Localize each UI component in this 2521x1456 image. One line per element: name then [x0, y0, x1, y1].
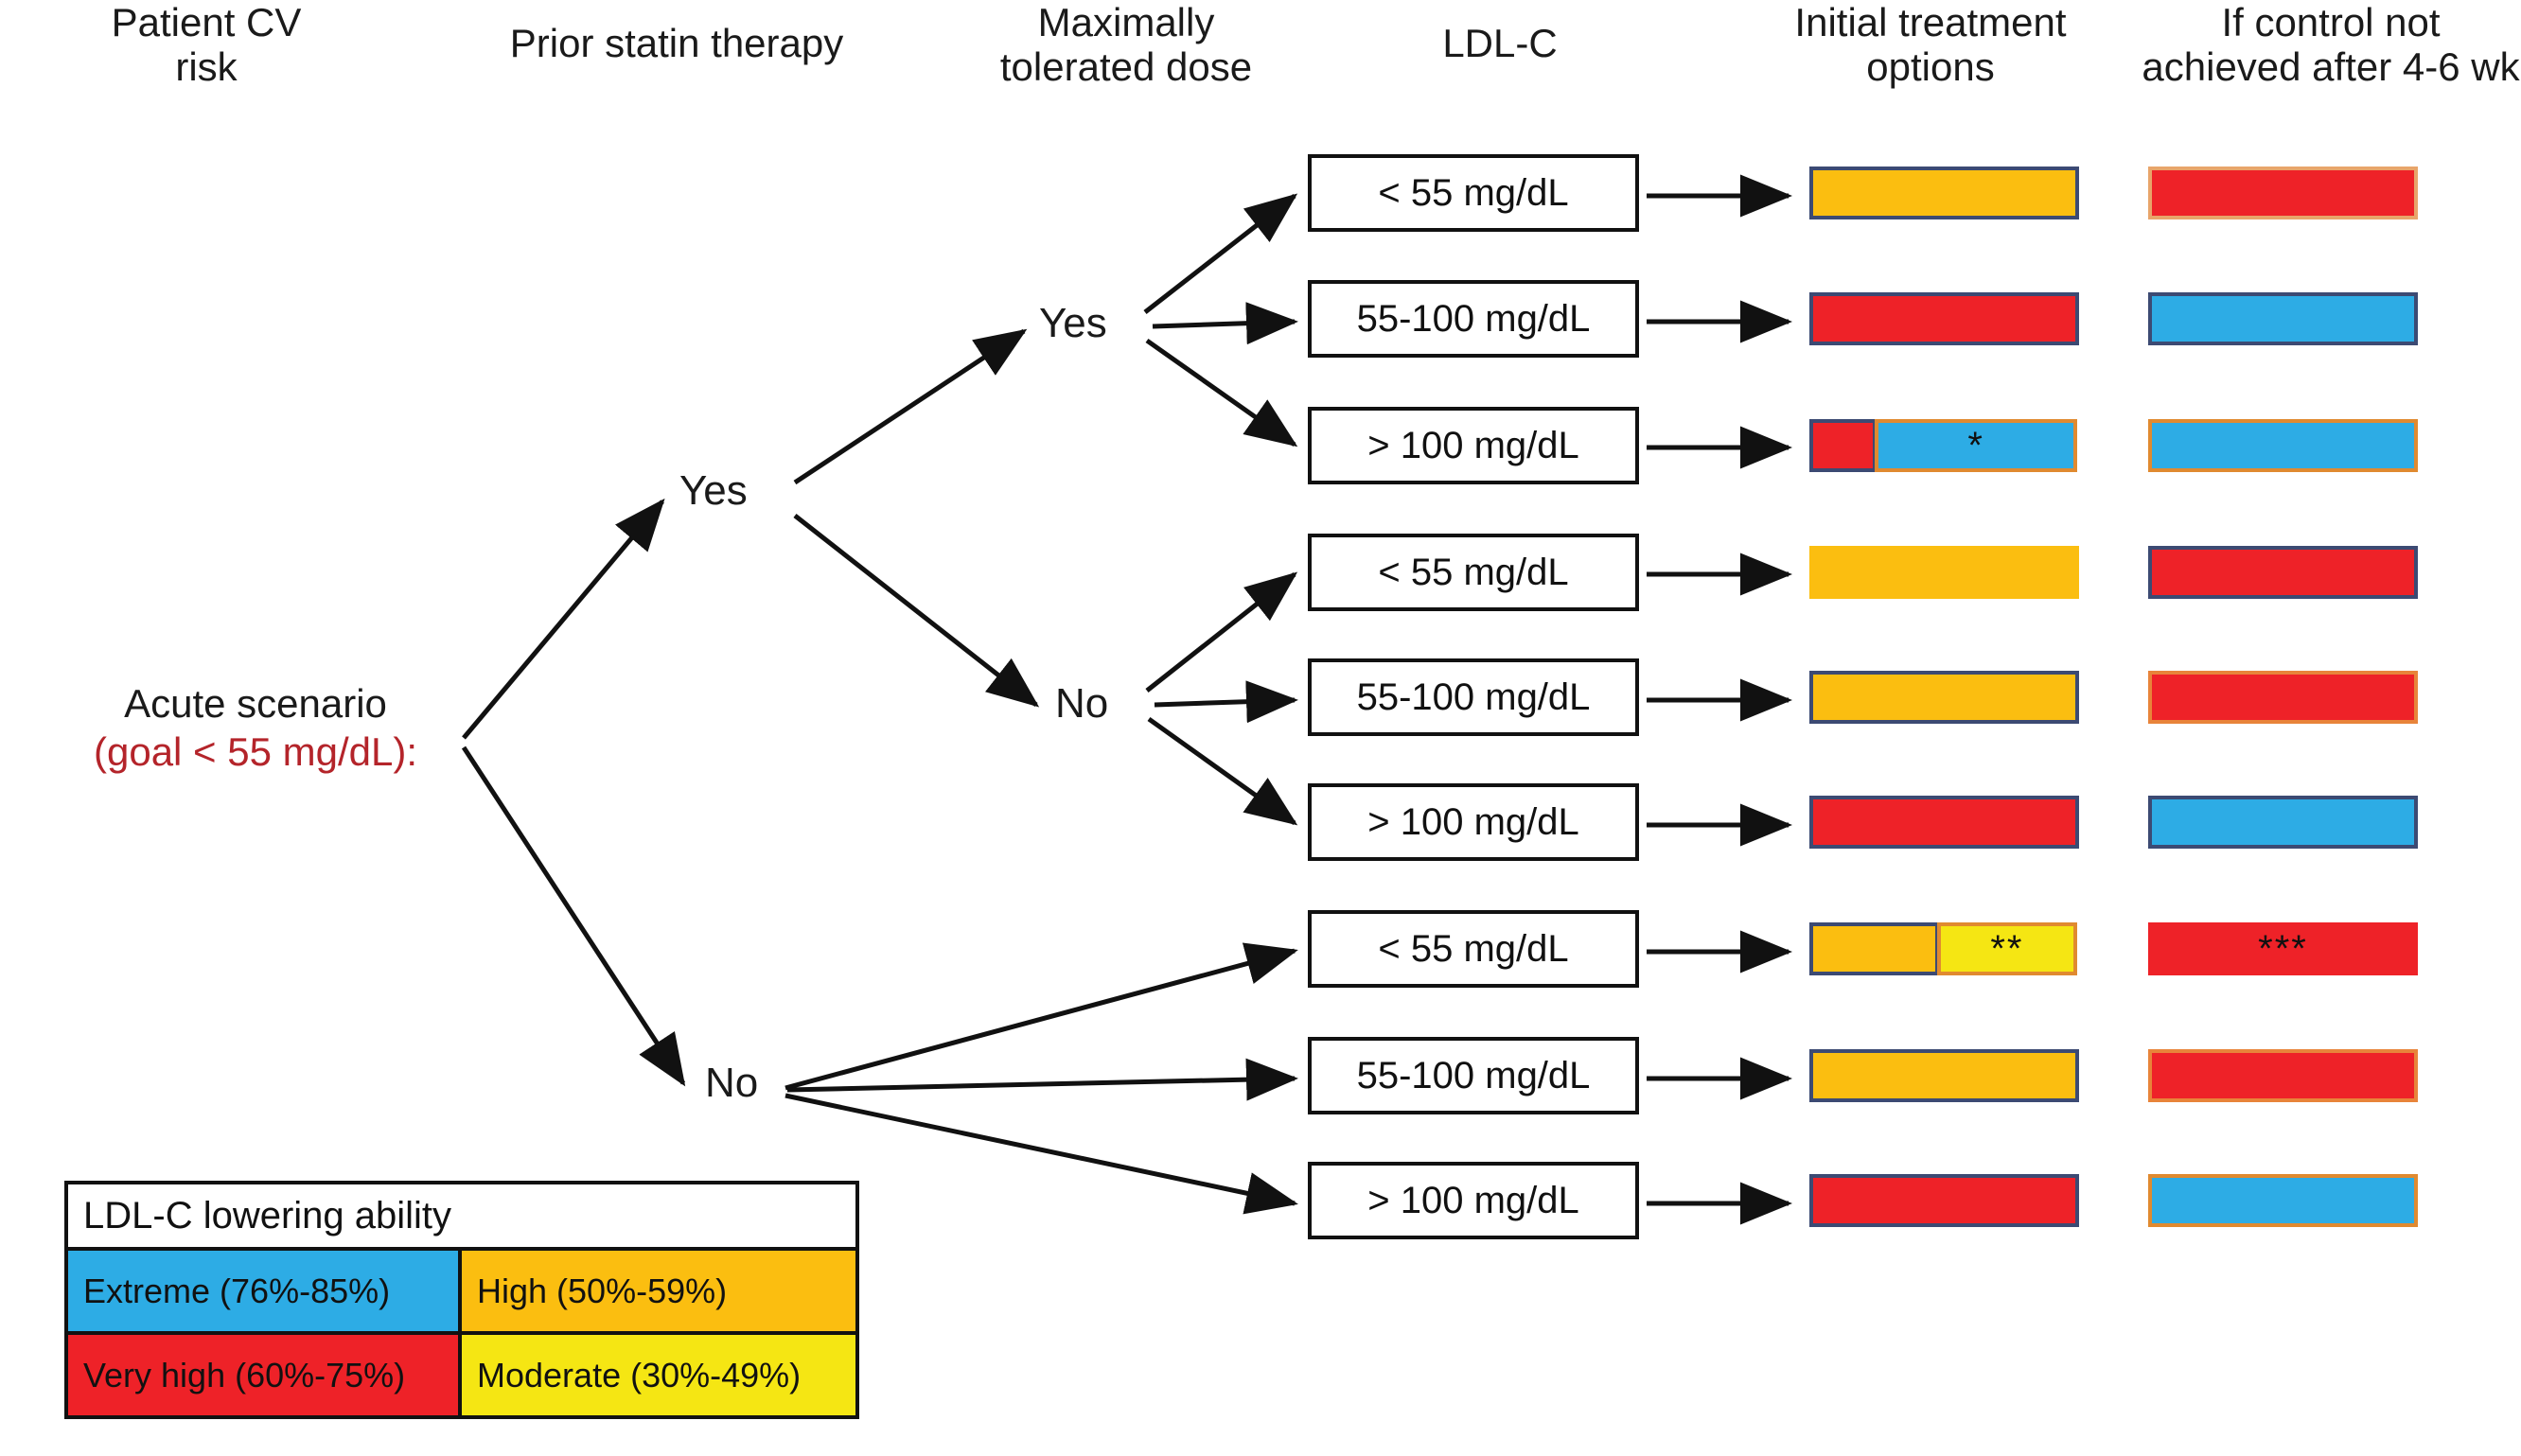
- initial-treatment-bar-segment: [1809, 671, 2079, 724]
- ldl-c-box[interactable]: > 100 mg/dL: [1308, 783, 1639, 861]
- column-header-prior-statin-therapy: Prior statin therapy: [509, 21, 844, 65]
- followup-treatment-bar-segment: [2148, 546, 2418, 599]
- legend-cell-very-high: Very high (60%-75%): [68, 1335, 462, 1415]
- followup-treatment-bar-segment: [2148, 419, 2418, 472]
- ldl-c-box[interactable]: < 55 mg/dL: [1308, 534, 1639, 611]
- initial-treatment-bar-segment: [1809, 292, 2079, 345]
- followup-treatment-bar-segment: [2148, 1049, 2418, 1102]
- followup-treatment-bar: ***: [2148, 922, 2418, 975]
- initial-treatment-bar-segment: [1809, 419, 1878, 472]
- legend-cell-extreme: Extreme (76%-85%): [68, 1251, 462, 1331]
- followup-treatment-bar: [2148, 167, 2418, 219]
- initial-treatment-bar: [1809, 796, 2079, 849]
- column-header-initial-treatment-options: Initial treatment options: [1794, 0, 2067, 90]
- legend-row: Extreme (76%-85%) High (50%-59%): [68, 1251, 855, 1335]
- node-statin-no: No: [705, 1060, 759, 1106]
- column-header-patient-cv-risk: Patient CV risk: [111, 0, 302, 90]
- followup-treatment-bar-segment: [2148, 671, 2418, 724]
- initial-treatment-bar: [1809, 292, 2079, 345]
- ldl-c-box[interactable]: > 100 mg/dL: [1308, 407, 1639, 484]
- legend-title: LDL-C lowering ability: [68, 1184, 855, 1251]
- ldl-c-box[interactable]: 55-100 mg/dL: [1308, 280, 1639, 358]
- ldl-c-box[interactable]: 55-100 mg/dL: [1308, 658, 1639, 736]
- initial-treatment-bar: [1809, 167, 2079, 219]
- node-maxdose-yes: Yes: [1039, 300, 1107, 346]
- initial-treatment-bar-segment: [1809, 167, 2079, 219]
- initial-treatment-bar-segment: [1809, 796, 2079, 849]
- legend-cell-moderate: Moderate (30%-49%): [462, 1335, 855, 1415]
- node-maxdose-no: No: [1055, 680, 1109, 727]
- node-statin-yes: Yes: [679, 467, 748, 514]
- ldl-c-box[interactable]: < 55 mg/dL: [1308, 154, 1639, 232]
- followup-treatment-bar: [2148, 292, 2418, 345]
- ldl-c-box[interactable]: > 100 mg/dL: [1308, 1162, 1639, 1239]
- followup-treatment-bar: [2148, 546, 2418, 599]
- legend-box: LDL-C lowering ability Extreme (76%-85%)…: [64, 1181, 859, 1419]
- followup-treatment-bar-segment: [2148, 796, 2418, 849]
- initial-treatment-bar-segment: *: [1875, 419, 2077, 472]
- column-header-if-control-not-achieved: If control not achieved after 4-6 wk: [2142, 0, 2520, 90]
- column-header-ldl-c: LDL-C: [1442, 21, 1558, 65]
- followup-treatment-bar-segment: [2148, 292, 2418, 345]
- initial-treatment-bar-segment: [1809, 1174, 2079, 1227]
- initial-treatment-bar: [1809, 546, 2079, 599]
- followup-treatment-bar: [2148, 1049, 2418, 1102]
- followup-treatment-bar-segment: [2148, 1174, 2418, 1227]
- initial-treatment-bar: **: [1809, 922, 2079, 975]
- followup-treatment-bar: [2148, 671, 2418, 724]
- followup-treatment-bar-segment: ***: [2148, 922, 2418, 975]
- ldl-c-box[interactable]: < 55 mg/dL: [1308, 910, 1639, 988]
- initial-treatment-bar: [1809, 671, 2079, 724]
- initial-treatment-bar: [1809, 1049, 2079, 1102]
- initial-treatment-bar-segment: [1809, 922, 1939, 975]
- initial-treatment-bar: *: [1809, 419, 2079, 472]
- followup-treatment-bar: [2148, 1174, 2418, 1227]
- root-scenario-label: Acute scenario (goal < 55 mg/dL):: [9, 679, 502, 776]
- followup-treatment-bar: [2148, 796, 2418, 849]
- initial-treatment-bar-segment: **: [1936, 922, 2077, 975]
- legend-cell-high: High (50%-59%): [462, 1251, 855, 1331]
- followup-treatment-bar: [2148, 419, 2418, 472]
- column-header-maximally-tolerated-dose: Maximally tolerated dose: [999, 0, 1253, 90]
- legend-row: Very high (60%-75%) Moderate (30%-49%): [68, 1335, 855, 1415]
- initial-treatment-bar: [1809, 1174, 2079, 1227]
- initial-treatment-bar-segment: [1809, 1049, 2079, 1102]
- root-scenario-title: Acute scenario: [124, 681, 387, 726]
- initial-treatment-bar-segment: [1809, 546, 2079, 599]
- followup-treatment-bar-segment: [2148, 167, 2418, 219]
- root-scenario-goal: (goal < 55 mg/dL):: [93, 729, 418, 775]
- ldl-c-box[interactable]: 55-100 mg/dL: [1308, 1037, 1639, 1114]
